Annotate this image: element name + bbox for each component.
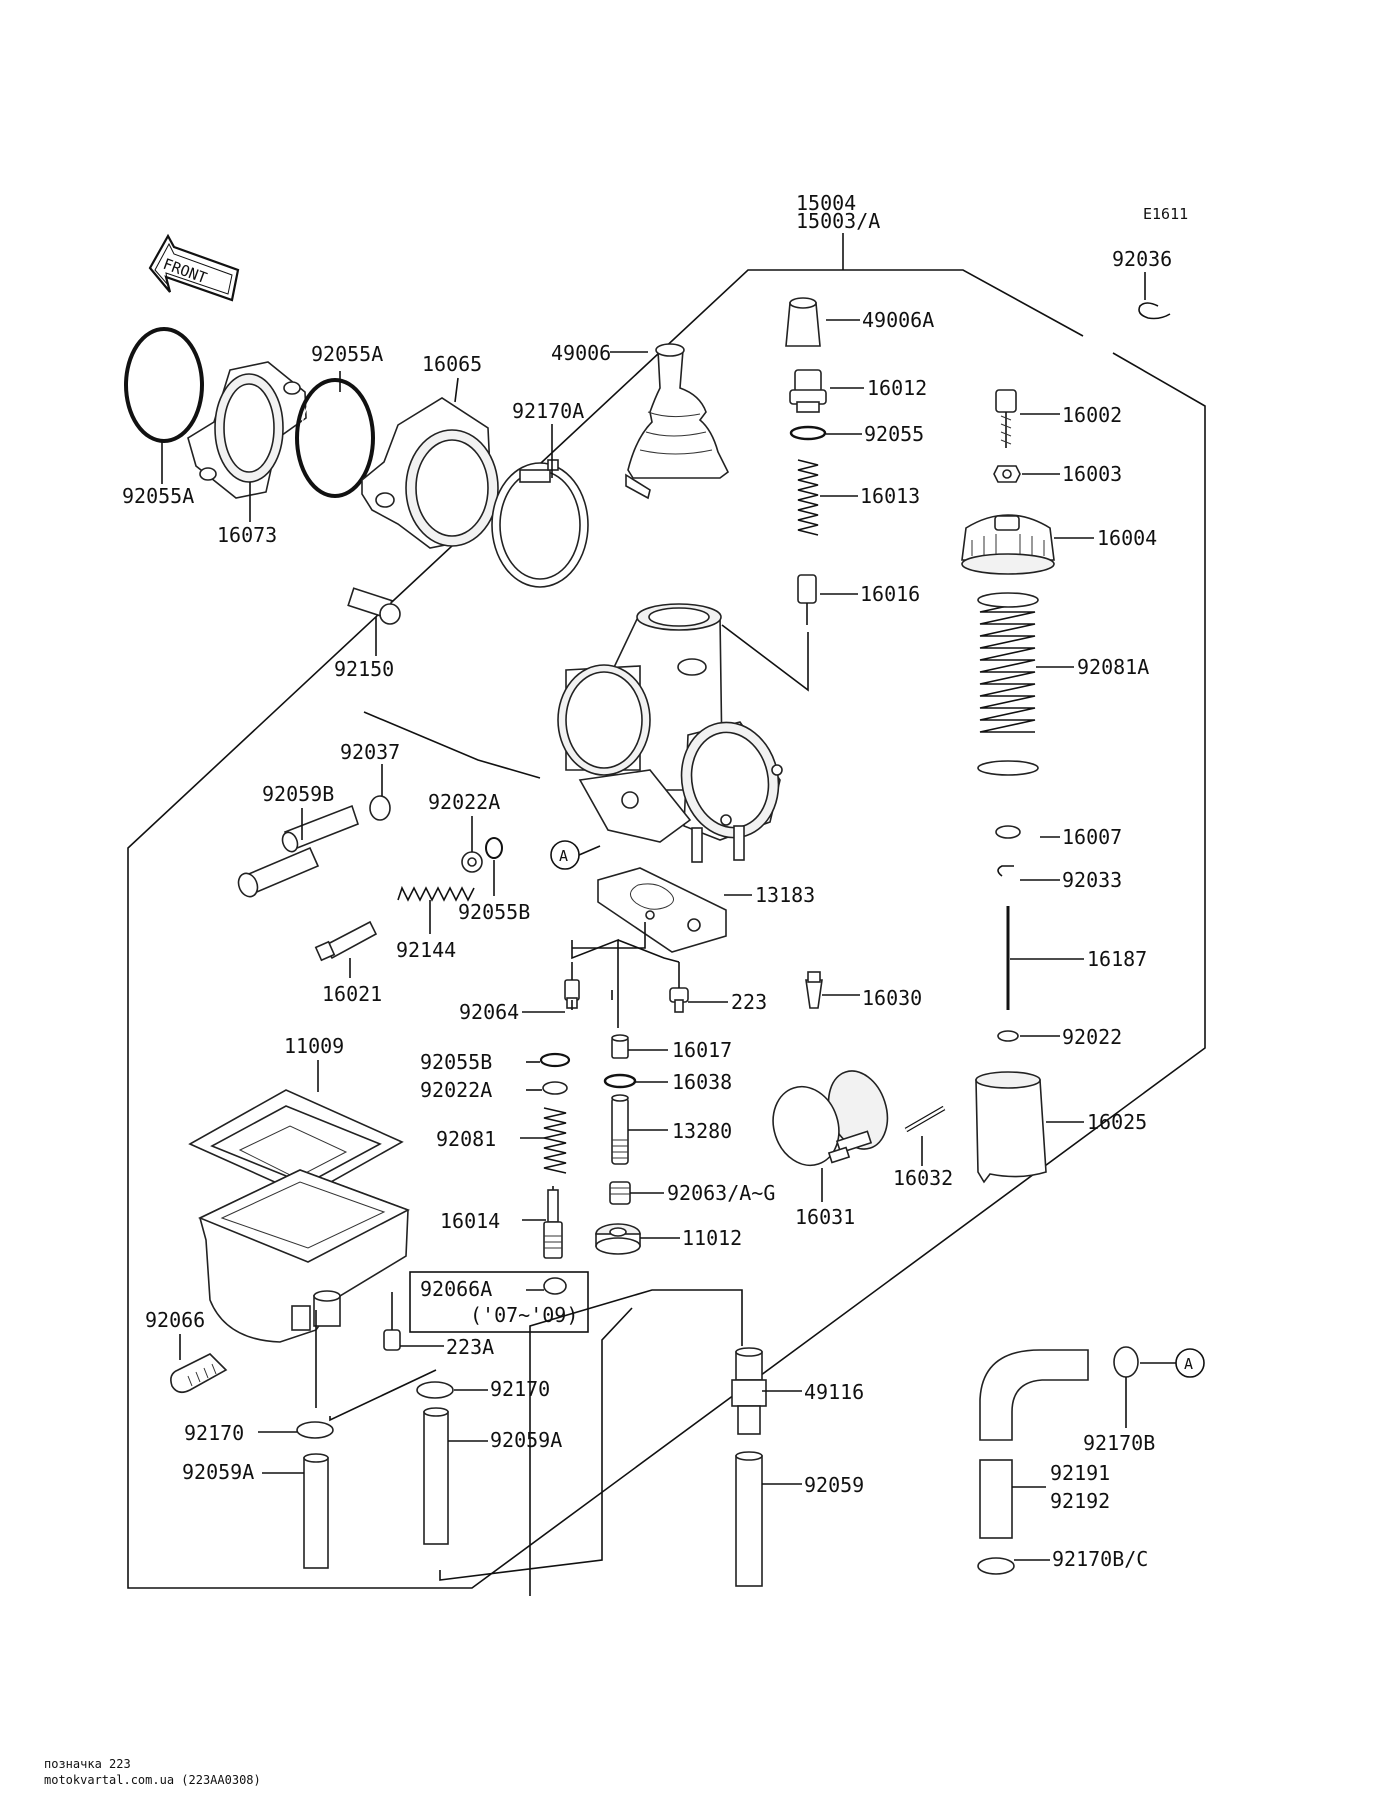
front-arrow: FRONT (148, 233, 240, 302)
label-92059b: 92059B (262, 782, 334, 806)
footer-line-2: motokvartal.com.ua (223AA0308) (44, 1773, 261, 1787)
part-labels: 92055A 16073 92055A 16065 92170A 49006 9… (122, 247, 1172, 1571)
label-92144: 92144 (396, 938, 456, 962)
label-16012: 16012 (867, 376, 927, 400)
callout-a-right: A (1140, 1348, 1205, 1378)
intake-parts (124, 327, 589, 625)
label-16016: 16016 (860, 582, 920, 606)
label-16025: 16025 (1087, 1110, 1147, 1134)
label-16002: 16002 (1062, 403, 1122, 427)
label-16021: 16021 (322, 982, 382, 1006)
label-92022a: 92022A (428, 790, 500, 814)
label-92066a: 92066A (420, 1277, 492, 1301)
label-16017: 16017 (672, 1038, 732, 1062)
label-13280: 13280 (672, 1119, 732, 1143)
label-92063-a-g: 92063/A~G (667, 1181, 775, 1205)
label-16030: 16030 (862, 986, 922, 1010)
carburetor-body (557, 603, 809, 863)
float-parts (772, 1070, 946, 1167)
label-13183: 13183 (755, 883, 815, 907)
label-92170-left: 92170 (184, 1421, 244, 1445)
label-16031: 16031 (795, 1205, 855, 1229)
label-92036: 92036 (1112, 247, 1172, 271)
assembly-label-15003a: 15003/A (796, 209, 880, 233)
label-92059a-left: 92059A (182, 1460, 254, 1484)
box-92066a (409, 1271, 589, 1333)
label-92033: 92033 (1062, 868, 1122, 892)
float-bowl (170, 1089, 410, 1394)
label-16004: 16004 (1097, 526, 1157, 550)
label-92059: 92059 (804, 1473, 864, 1497)
label-92150: 92150 (334, 657, 394, 681)
callout-a-left: A (550, 840, 601, 870)
label-92022: 92022 (1062, 1025, 1122, 1049)
diagram-code: E1611 (1143, 205, 1188, 223)
label-11012: 11012 (682, 1226, 742, 1250)
label-16003: 16003 (1062, 462, 1122, 486)
label-92055b: 92055B (458, 900, 530, 924)
right-column-parts (961, 302, 1171, 1184)
label-223a: 223A (446, 1335, 494, 1359)
label-92055a-top: 92055A (311, 342, 383, 366)
boot-parts (625, 297, 821, 500)
label-223: 223 (731, 990, 767, 1014)
label-16014: 16014 (440, 1209, 500, 1233)
label-49006: 49006 (551, 341, 611, 365)
leader-lines (161, 272, 1146, 1561)
label-92022a-2: 92022A (420, 1078, 492, 1102)
assembly-boundary (127, 233, 1206, 1589)
label-92066: 92066 (145, 1308, 205, 1332)
label-92055b-2: 92055B (420, 1050, 492, 1074)
mid-left-parts (237, 711, 541, 962)
left-column-parts (539, 1052, 571, 1259)
top-center-parts (789, 369, 827, 625)
label-16073: 16073 (217, 523, 277, 547)
label-92170-right: 92170 (490, 1377, 550, 1401)
footer-line-1: позначка 223 (44, 1757, 131, 1771)
label-16007: 16007 (1062, 825, 1122, 849)
bottom-tubes (296, 1289, 1139, 1596)
label-16032: 16032 (893, 1166, 953, 1190)
label-92059a-right: 92059A (490, 1428, 562, 1452)
svg-text:A: A (1184, 1355, 1193, 1373)
label-92081a: 92081A (1077, 655, 1149, 679)
label-92055a-left: 92055A (122, 484, 194, 508)
label-92192: 92192 (1050, 1489, 1110, 1513)
gasket-13183 (597, 867, 727, 953)
label-92170b-c: 92170B/C (1052, 1547, 1148, 1571)
svg-text:A: A (559, 847, 568, 865)
label-16038: 16038 (672, 1070, 732, 1094)
label-49116: 49116 (804, 1380, 864, 1404)
label-92037: 92037 (340, 740, 400, 764)
label-92081: 92081 (436, 1127, 496, 1151)
label-92170b: 92170B (1083, 1431, 1155, 1455)
label-92170a: 92170A (512, 399, 584, 423)
label-16065: 16065 (422, 352, 482, 376)
label-49006a: 49006A (862, 308, 934, 332)
label-92191: 92191 (1050, 1461, 1110, 1485)
label-92064: 92064 (459, 1000, 519, 1024)
label-16013: 16013 (860, 484, 920, 508)
label-16187: 16187 (1087, 947, 1147, 971)
label-07-09: ('07~'09) (470, 1303, 578, 1327)
label-92055: 92055 (864, 422, 924, 446)
label-11009: 11009 (284, 1034, 344, 1058)
assembly-label-15004: 15004 (796, 191, 856, 215)
